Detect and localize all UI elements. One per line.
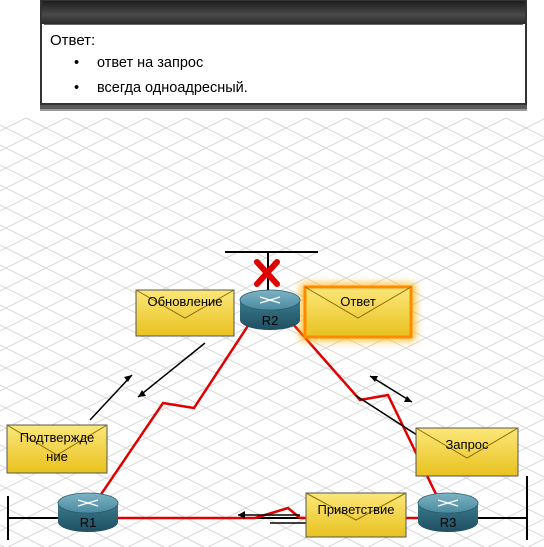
arrowhead — [238, 511, 245, 519]
envelope-update-label: Обновление — [147, 294, 223, 309]
grid-line — [0, 344, 405, 547]
grid-line — [0, 464, 165, 547]
bullet-item-text: всегда одноадресный. — [97, 80, 248, 96]
envelope-hello-icon — [305, 492, 407, 538]
serial-link-r2-r3 — [284, 314, 449, 518]
arrowhead — [404, 396, 412, 402]
grid-line — [0, 117, 507, 372]
grid-line — [127, 338, 544, 547]
grid-line — [0, 284, 525, 547]
callout-header-bar — [42, 1, 525, 24]
grid-line — [145, 117, 544, 318]
ack-traffic-arrow — [89, 374, 133, 421]
grid-line — [47, 298, 544, 547]
envelope-update-icon — [135, 289, 235, 337]
envelope-query-label: Запрос — [445, 437, 489, 452]
callout-bullet-list: ответ на запрос всегда одноадресный. — [74, 55, 248, 105]
grid-line — [225, 117, 544, 278]
router-r2-icon — [239, 289, 301, 330]
callout-body: Ответ: ответ на запрос всегда одноадресн… — [44, 24, 523, 103]
update-traffic-arrow — [137, 342, 206, 398]
grid-line — [0, 324, 445, 547]
reply-info-callout: Ответ: ответ на запрос всегда одноадресн… — [40, 0, 527, 105]
callout-title: Ответ: — [50, 32, 96, 49]
grid-line — [65, 117, 544, 358]
grid-line — [0, 117, 187, 212]
router-r1-icon — [57, 492, 119, 532]
envelope-ack-label-line1: Подтвержде — [19, 430, 95, 445]
grid-line — [0, 117, 227, 232]
envelope-hello-label: Приветствие — [317, 502, 395, 517]
grid-line — [207, 378, 544, 547]
envelope-ack-label-line2: ние — [46, 449, 68, 464]
grid-line — [0, 117, 387, 312]
bullet-item-text: ответ на запрос — [97, 55, 204, 71]
envelope-ack-icon — [6, 424, 108, 474]
envelope-reply-icon — [300, 283, 416, 341]
grid-line — [0, 404, 285, 547]
grid-line — [87, 318, 544, 547]
grid-line — [167, 358, 544, 547]
grid-line — [0, 444, 205, 547]
arrowhead — [124, 375, 132, 382]
envelope-reply-label: Ответ — [340, 294, 376, 309]
grid-line — [0, 184, 544, 458]
arrowhead — [138, 390, 146, 397]
grid-line — [0, 118, 544, 392]
grid-line — [105, 117, 544, 338]
router-r3-label: R3 — [439, 515, 457, 530]
reply-traffic-arrow — [369, 375, 413, 403]
grid-line — [0, 204, 544, 478]
bullet-item: ответ на запрос — [74, 55, 248, 80]
grid-line — [0, 117, 347, 292]
grid-line — [0, 178, 544, 452]
grid-line — [265, 117, 544, 258]
grid-line — [0, 384, 325, 547]
router-r2-label: R2 — [261, 313, 279, 328]
grid-line — [0, 117, 147, 192]
grid-line — [345, 117, 544, 218]
grid-line — [185, 117, 544, 298]
grid-line — [7, 278, 544, 547]
grid-line — [305, 117, 544, 238]
envelope-ack-label: Подтвержде ние — [7, 430, 107, 465]
serial-link-r1-r2 — [83, 314, 257, 519]
bullet-item: всегда одноадресный. — [74, 80, 248, 105]
router-r3-icon — [417, 492, 479, 532]
grid-line — [0, 117, 267, 252]
grid-line — [0, 117, 427, 332]
grid-line — [0, 117, 307, 272]
grid-line — [0, 424, 245, 547]
arrowhead — [370, 376, 378, 382]
router-r1-label: R1 — [79, 515, 97, 530]
grid-line — [0, 117, 467, 352]
link-failure-x-icon — [254, 259, 280, 287]
grid-line — [0, 198, 544, 472]
envelope-query-icon — [415, 427, 519, 477]
grid-line — [25, 117, 544, 378]
grid-line — [385, 117, 544, 198]
grid-line — [0, 304, 485, 547]
grid-line — [0, 364, 365, 547]
grid-line — [247, 398, 544, 547]
